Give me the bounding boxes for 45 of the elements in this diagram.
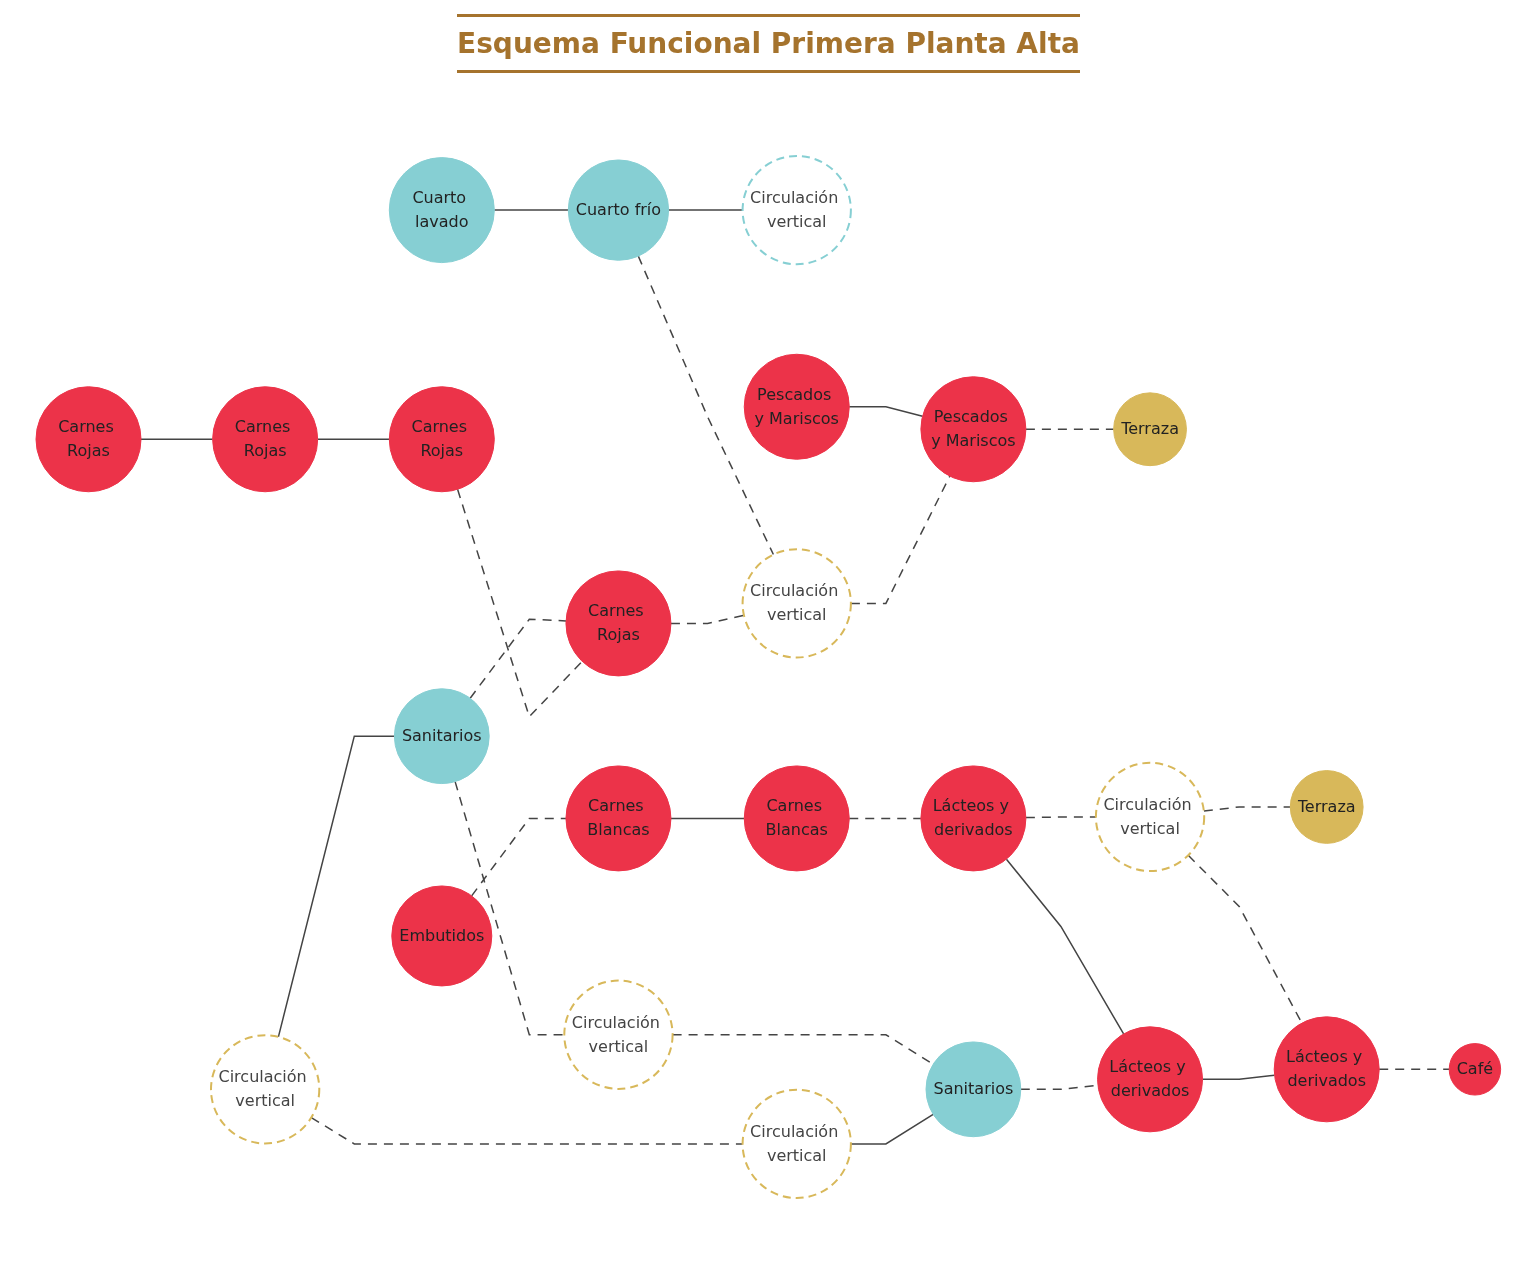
node-circle: Lácteos y derivados xyxy=(920,765,1027,872)
connector xyxy=(493,209,570,211)
connector xyxy=(1203,806,1292,812)
connector xyxy=(1025,816,1097,819)
node-circle: Pescados y Mariscos xyxy=(743,353,850,460)
node-circle: Circulación vertical xyxy=(563,979,674,1090)
node-circle: Carnes Rojas xyxy=(212,386,319,493)
connector xyxy=(1005,858,1125,1035)
connector xyxy=(469,618,567,699)
node-circle: Embutidos xyxy=(391,885,493,987)
connector xyxy=(848,817,922,820)
node-circle: Cuarto frío xyxy=(567,159,670,261)
node-circle: Circulación vertical xyxy=(741,548,853,659)
connector xyxy=(457,488,584,719)
node-circle: Carnes Rojas xyxy=(388,386,495,493)
node-circle: Carnes Blancas xyxy=(565,765,672,872)
node-circle: Circulación vertical xyxy=(741,1088,853,1200)
node-circle: Lácteos y derivados xyxy=(1097,1026,1204,1133)
connector xyxy=(670,614,745,625)
node-circle: Sanitarios xyxy=(394,688,490,785)
node-circle: Terraza xyxy=(1113,392,1188,467)
node-circle: Lácteos y derivados xyxy=(1273,1016,1380,1123)
node-circle: Carnes Blancas xyxy=(743,765,850,872)
node-circle: Terraza xyxy=(1289,770,1364,844)
connector xyxy=(1025,428,1115,430)
node-circle: Circulación vertical xyxy=(210,1034,321,1145)
connector xyxy=(670,817,746,820)
node-circle: Carnes Rojas xyxy=(565,570,672,677)
connector xyxy=(637,255,775,556)
node-circle: Café xyxy=(1448,1043,1502,1096)
connector xyxy=(1201,1074,1276,1081)
connector xyxy=(140,438,214,440)
connector xyxy=(1378,1068,1451,1071)
node-circle: Circulación vertical xyxy=(1095,761,1206,873)
node-circle: Carnes Rojas xyxy=(35,386,142,493)
connector xyxy=(848,406,924,417)
connector xyxy=(277,735,396,1038)
node-circle: Sanitarios xyxy=(925,1041,1022,1138)
node-circle: Circulación vertical xyxy=(741,154,853,266)
diagram-title: Esquema Funcional Primera Planta Alta xyxy=(457,14,1080,73)
connector xyxy=(471,817,567,897)
connector xyxy=(317,438,391,440)
node-circle: Pescados y Mariscos xyxy=(920,376,1027,483)
connector xyxy=(454,780,566,1036)
node-circle: Cuarto lavado xyxy=(388,157,495,264)
